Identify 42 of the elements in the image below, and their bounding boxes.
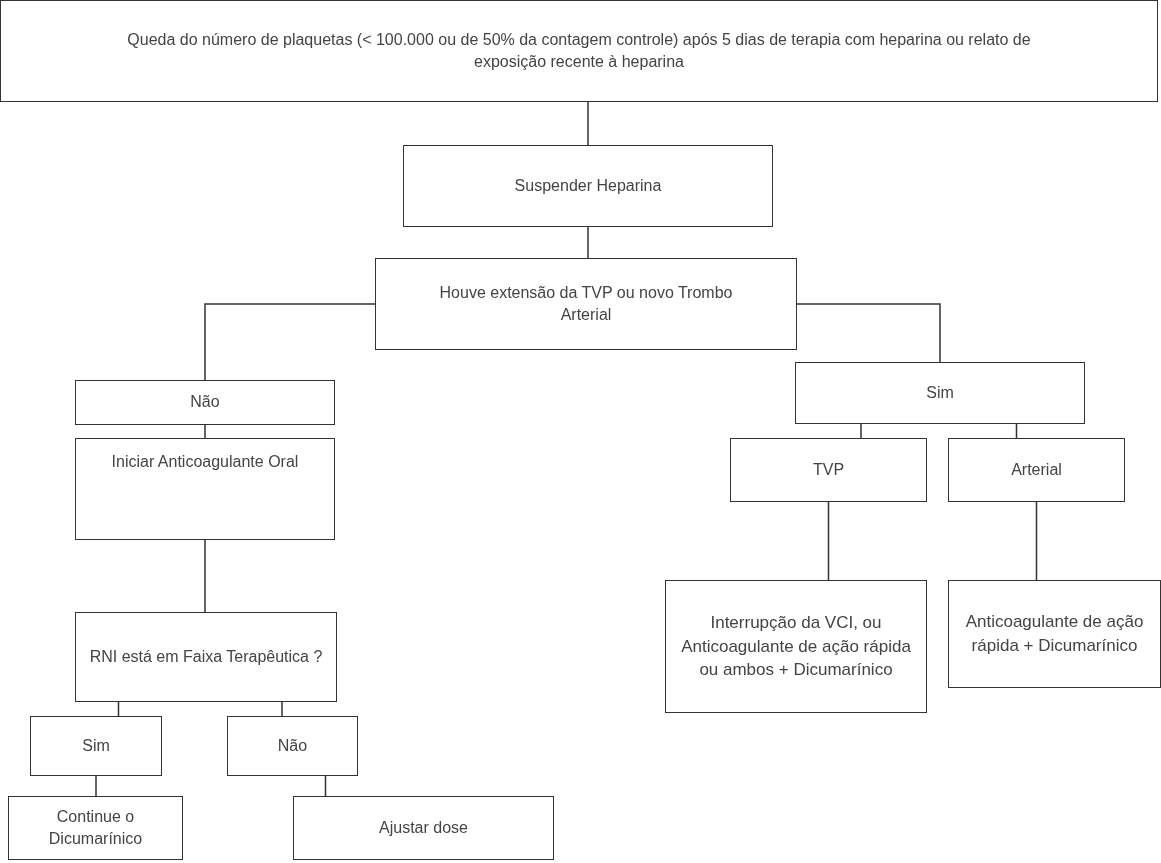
process-box — [8, 796, 183, 860]
connector-line — [860, 423, 862, 439]
process-box — [403, 145, 773, 227]
connector-line — [1035, 501, 1038, 581]
connector-line — [587, 226, 589, 259]
box-text: Suspender Heparina — [514, 175, 662, 196]
process-box — [227, 716, 358, 776]
connector-line — [204, 303, 376, 381]
box-text: Não — [190, 392, 220, 413]
box-text: Anticoagulante de ação rápida + Dicumarínico — [964, 611, 1145, 657]
connector-line — [204, 424, 206, 439]
box-text: Interrupção da VCI, ou Anticoagulante de ação rápida ou ambos + Dicumarínico — [680, 611, 912, 682]
process-box — [0, 0, 1158, 102]
connector-line — [204, 539, 206, 613]
box-text: Continue o Dicumarínico — [47, 806, 144, 849]
process-box — [75, 612, 337, 702]
connector-line — [587, 101, 589, 146]
process-box — [75, 438, 335, 540]
process-box — [665, 580, 927, 713]
process-box — [375, 258, 797, 350]
box-text: Não — [277, 735, 308, 756]
connector-line — [827, 501, 830, 581]
connector-line — [324, 775, 327, 797]
box-text: Houve extensão da TVP ou novo Trombo Arterial — [438, 282, 734, 325]
box-text: TVP — [812, 459, 845, 480]
box-text: Sim — [82, 735, 110, 756]
box-text: Sim — [926, 382, 954, 403]
process-box — [30, 716, 162, 776]
connector-line — [796, 303, 941, 363]
box-text: RNI está em Faixa Terapêutica ? — [89, 646, 323, 667]
connector-line — [281, 701, 283, 717]
process-box — [75, 380, 335, 425]
process-box — [730, 438, 927, 502]
connector-line — [95, 775, 97, 797]
box-text: Iniciar Anticoagulante Oral — [111, 452, 299, 472]
box-text: Ajustar dose — [379, 817, 468, 838]
process-box — [948, 580, 1161, 688]
process-box — [795, 362, 1085, 424]
process-box — [948, 438, 1125, 502]
process-box — [293, 796, 554, 860]
box-text: Queda do número de plaquetas (< 100.000 ou de 50% da contagem controle) após 5 dias de terapia com heparina ou relato de exposição recente à heparina — [126, 29, 1032, 72]
box-text: Arterial — [1011, 459, 1062, 480]
